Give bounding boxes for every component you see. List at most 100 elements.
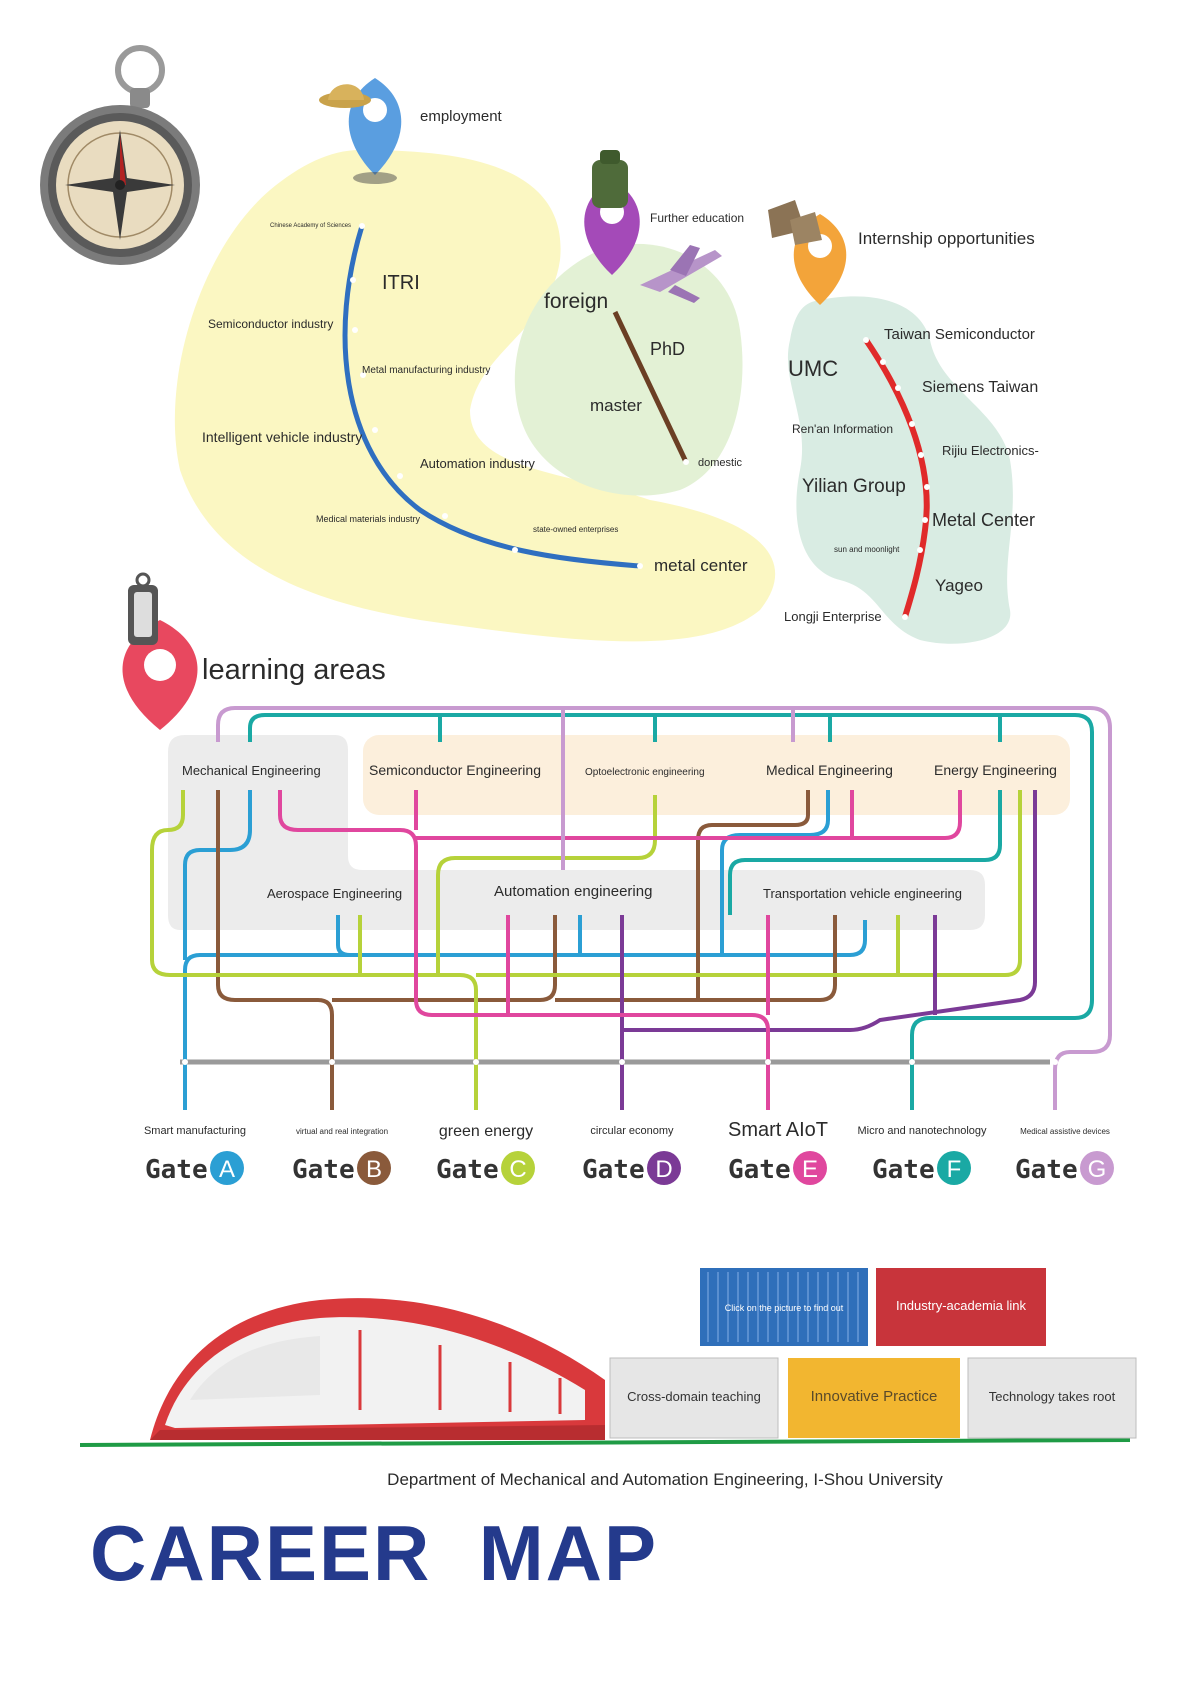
department-name: Department of Mechanical and Automation … (387, 1470, 943, 1489)
route-line-a-branch3 (336, 915, 351, 957)
learning-areas-heading: learning areas (202, 654, 386, 686)
route-line-a-branch2 (720, 790, 830, 955)
gate-topic-a: Smart manufacturing (144, 1125, 246, 1137)
area-aerospace[interactable]: Aerospace Engineering (267, 886, 402, 901)
train-icon (150, 1298, 605, 1440)
gate-badge-a (210, 1151, 244, 1185)
route-line-f-branch5 (728, 790, 1002, 915)
gate-badge-e (793, 1151, 827, 1185)
container-cross[interactable]: Cross-domain teaching (609, 1357, 779, 1439)
area-energy[interactable]: Energy Engineering (934, 762, 1057, 778)
station-taiwan-semiconductor: Taiwan Semiconductor (884, 326, 1035, 343)
area-automation[interactable]: Automation engineering (494, 883, 652, 900)
container-technology[interactable]: Technology takes root (967, 1357, 1137, 1439)
route-line-b-branch3 (696, 790, 810, 1000)
area-semiconductor[interactable]: Semiconductor Engineering (369, 762, 541, 778)
internship-pin-icon (768, 200, 847, 305)
route-line-b-branch2 (555, 915, 837, 1002)
container-technology-label: Technology takes root (989, 1389, 1116, 1404)
station-intelligent-vehicle: Intelligent vehicle industry (202, 429, 362, 445)
internship-line (863, 338, 930, 618)
route-line-g (216, 706, 1112, 1110)
station-master: master (590, 396, 642, 415)
gate-word-b: Gate (292, 1155, 355, 1185)
internship-region (787, 296, 1013, 644)
gate-badge-f (937, 1151, 971, 1185)
gate-letter-a: A (219, 1156, 235, 1183)
gate-letter-d: D (655, 1156, 672, 1183)
container-click-label: Click on the picture to find out (725, 1303, 844, 1313)
area-medical[interactable]: Medical Engineering (766, 762, 893, 778)
station-metal-center: metal center (654, 556, 748, 575)
station-foreign: foreign (544, 290, 608, 313)
station-umc: UMC (788, 356, 838, 381)
station-metal-manufacturing: Metal manufacturing industry (362, 365, 490, 376)
station-medical-materials: Medical materials industry (316, 514, 421, 524)
container-cross-label: Cross-domain teaching (627, 1389, 761, 1404)
further-education-region (514, 243, 743, 496)
station-phd: PhD (650, 339, 685, 359)
gate-letter-f: F (947, 1156, 962, 1183)
career-map-title: CAREER MAP (90, 1509, 658, 1597)
gate-track-nodes (182, 1059, 1058, 1065)
station-domestic-dot (683, 459, 689, 465)
gate-topic-b: virtual and real integration (296, 1127, 388, 1136)
station-state-owned: state-owned enterprises (533, 525, 618, 534)
gate-letter-c: C (509, 1156, 526, 1183)
station-yageo: Yageo (935, 576, 983, 595)
container-industry-label: Industry-academia link (896, 1298, 1027, 1313)
station-automation-industry: Automation industry (420, 456, 535, 471)
container-innovative[interactable]: Innovative Practice (788, 1358, 960, 1438)
gate-letter-g: G (1088, 1156, 1107, 1183)
area-mechanical[interactable]: Mechanical Engineering (182, 763, 321, 778)
station-metal-center-intern: Metal Center (932, 510, 1035, 530)
employment-label: employment (420, 108, 503, 125)
route-line-c-branch1 (476, 790, 1022, 977)
lantern-pin-icon (122, 572, 198, 730)
route-line-f (248, 713, 1094, 1110)
container-industry[interactable]: Industry-academia link (876, 1268, 1046, 1346)
station-semiconductor-industry: Semiconductor industry (208, 317, 333, 331)
gate-badge-g (1080, 1151, 1114, 1185)
internship-stations (863, 337, 930, 620)
station-yilian: Yilian Group (802, 476, 906, 497)
gate-word-f: Gate (872, 1155, 935, 1185)
gate-word-c: Gate (436, 1155, 499, 1185)
area-optoelectronic[interactable]: Optoelectronic engineering (585, 767, 705, 778)
employment-region (174, 150, 776, 642)
route-line-b-branch1 (332, 915, 557, 1002)
employment-line (342, 225, 641, 569)
further-education-label: Further education (650, 211, 744, 225)
route-line-e (278, 790, 770, 1110)
route-line-c-branch2 (436, 795, 657, 975)
gate-word-d: Gate (582, 1155, 645, 1185)
compass-icon (40, 45, 200, 265)
container-click[interactable]: Click on the picture to find out (700, 1268, 868, 1346)
further-education-line (612, 310, 689, 464)
gate-topic-d: circular economy (590, 1125, 674, 1137)
gate-word-e: Gate (728, 1155, 791, 1185)
route-line-b (216, 790, 334, 1110)
area-transportation[interactable]: Transportation vehicle engineering (763, 886, 962, 901)
station-rijiu: Rijiu Electronics- (942, 443, 1039, 458)
station-itri: ITRI (382, 272, 420, 294)
gate-topic-g: Medical assistive devices (1020, 1127, 1110, 1136)
station-longji: Longji Enterprise (784, 609, 882, 624)
route-line-a-branch1 (183, 790, 252, 960)
internship-label: Internship opportunities (858, 229, 1035, 248)
area-bg-peach (363, 735, 1070, 815)
employment-stations (350, 223, 643, 569)
route-line-c (150, 790, 478, 1110)
container-innovative-label: Innovative Practice (811, 1388, 938, 1405)
ground-line (79, 1438, 1131, 1447)
route-line-d-branch1 (622, 790, 1037, 1032)
